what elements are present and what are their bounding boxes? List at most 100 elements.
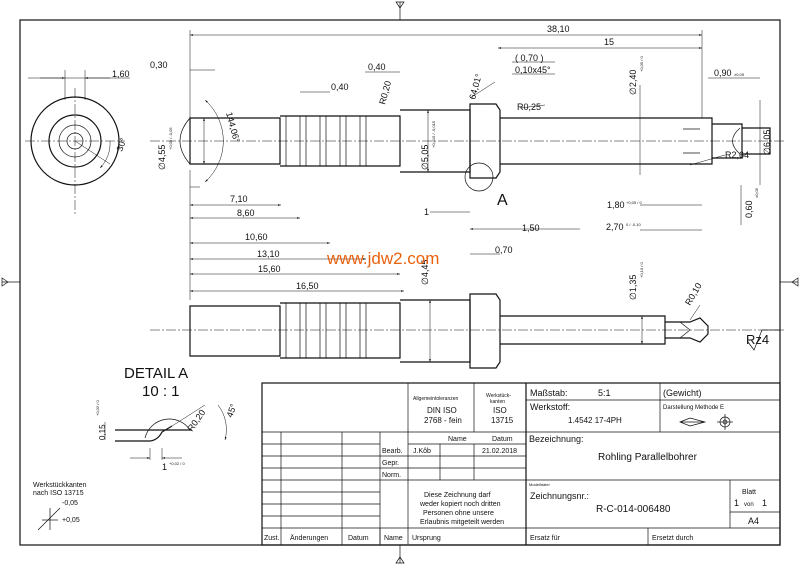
detail-dim-r0-20: R0,20: [185, 408, 207, 433]
dim-0-90-tol: ±0,05: [734, 72, 745, 77]
dim-dia-1-35-tol: +0,10 / 0: [639, 262, 644, 278]
tb-von: von: [744, 502, 754, 508]
tb-format: A4: [748, 516, 759, 526]
tb-notice-1: weder kopiert noch dritten: [419, 501, 501, 508]
tb-name-footer: Name: [384, 535, 403, 542]
tb-bearb: Bearb.: [382, 448, 403, 455]
tb-werk-label1: Werkstück-: [486, 393, 511, 399]
dim-0-40: 0,40: [331, 82, 349, 92]
dim-r0-20: R0,20: [377, 80, 393, 106]
dim-0-70-paren: ( 0,70 ): [515, 53, 544, 63]
dim-dia-5-05-tol: +0,015 / -0,015: [431, 120, 436, 148]
part-bottom-view: [150, 293, 785, 369]
edge-subtitle: nach ISO 13715: [33, 490, 84, 497]
tb-bezeichnung-label: Bezeichnung:: [529, 434, 584, 444]
dim-r0-25: R0,25: [517, 102, 541, 112]
dimension-lines: [189, 30, 780, 362]
edge-pos: +0,05: [62, 517, 80, 524]
tb-allg-label: Allgemeintoleranzen: [413, 396, 459, 402]
dim-0-30: 0,30: [150, 60, 168, 70]
detail-a-title: DETAIL A: [124, 365, 188, 382]
dim-dia-1-35: ∅1,35: [628, 275, 638, 300]
tb-datum-footer: Datum: [348, 535, 369, 542]
tb-datum-header: Datum: [492, 436, 513, 443]
tb-zeichnungsnr-value: R-C-014-006480: [596, 504, 671, 515]
end-view: [25, 70, 130, 215]
dim-dia-4-55: ∅4,55: [157, 145, 167, 170]
tb-blatt-label: Blatt: [742, 489, 756, 496]
detail-dim-1-tol: +0,02 / 0: [169, 461, 185, 466]
part-top-view: [150, 103, 785, 192]
detail-dim-1: 1: [162, 462, 167, 472]
dim-dia-2-40-tol: +0,05 / 0: [639, 56, 644, 72]
tb-name-header: Name: [448, 436, 467, 443]
tb-massstab-value: 5:1: [598, 388, 611, 398]
dim-1-80: 1,80: [607, 200, 625, 210]
detail-a-callout: A: [497, 192, 508, 209]
dim-0-10x45: 0,10x45°: [515, 65, 551, 75]
dim-1-60: 1,60: [112, 69, 130, 79]
dim-13-10: 13,10: [257, 249, 280, 259]
dim-38-10: 38,10: [547, 24, 570, 34]
tb-norm: Norm.: [382, 472, 401, 479]
dim-1: 1: [424, 207, 429, 217]
tb-werk-label2: kanten: [490, 399, 505, 405]
tb-ersatz-fuer: Ersatz für: [530, 535, 561, 542]
tb-werk-value1: ISO: [493, 406, 507, 415]
dim-1-50: 1,50: [522, 223, 540, 233]
tb-notice-0: Diese Zeichnung darf: [424, 492, 491, 499]
tb-zeichnungsnr-label: Zeichnungsnr.:: [530, 491, 589, 501]
dim-30deg: 30°: [114, 136, 128, 153]
dim-15-60: 15,60: [258, 264, 281, 274]
tb-blatt-value: 1: [734, 498, 739, 508]
title-block: [261, 382, 781, 546]
tb-werkstoff-label: Werkstoff:: [530, 402, 570, 412]
dim-10-60: 10,60: [245, 232, 268, 242]
edge-title: Werkstückkanten: [33, 482, 87, 489]
tb-allg-value2: 2768 - fein: [424, 416, 462, 425]
tb-bearb-name: J.Kôb: [413, 448, 431, 455]
dim-dia-2-40: ∅2,40: [628, 70, 638, 95]
dim-64-01deg: 64,01°: [467, 72, 484, 100]
dim-dia-4-45: ∅4,45: [420, 260, 430, 285]
dim-7-10: 7,10: [230, 194, 248, 204]
tb-werk-value2: 13715: [491, 416, 514, 425]
dim-dia-4-55-tol: +0,05 / -0,05: [168, 127, 173, 150]
watermark: www.jdw2.com: [326, 249, 439, 268]
dim-16-50: 16,50: [296, 281, 319, 291]
surface-rz4: Rz4: [746, 332, 769, 347]
detail-a-view: [104, 404, 227, 460]
dim-144-06deg: 144,06°: [224, 111, 242, 144]
tb-notice-3: Erlaubnis mitgeteilt werden: [420, 519, 504, 526]
dim-0-60-tol: ±0,05: [754, 187, 759, 198]
detail-a-scale: 10 : 1: [142, 383, 180, 400]
tb-allg-value1: DIN ISO: [427, 406, 457, 415]
tb-gepr: Gepr.: [382, 460, 399, 467]
tb-darstellung: Darstellung Methode E: [663, 405, 724, 411]
tb-ersetzt-durch: Ersetzt durch: [652, 535, 693, 542]
dim-2-70-tol: 0 / -0,10: [626, 222, 641, 227]
dim-15: 15: [604, 37, 614, 47]
tb-massstab-label: Maßstab:: [530, 388, 568, 398]
tb-blatt-total: 1: [762, 498, 767, 508]
tb-bearb-datum: 21.02.2018: [482, 448, 517, 455]
detail-dim-45deg: 45°: [224, 402, 238, 419]
tb-zust: Zust.: [264, 535, 280, 542]
tb-aenderungen: Änderungen: [290, 534, 328, 542]
dim-r2-64: R2,64: [725, 150, 749, 160]
dim-0-40-top: 0,40: [368, 62, 386, 72]
dim-0-90: 0,90: [714, 68, 732, 78]
tb-ursprung: Ursprung: [412, 535, 441, 542]
tb-gewicht: (Gewicht): [663, 388, 702, 398]
detail-dim-0-15: 0,15: [98, 424, 107, 440]
dim-r0-10: R0,10: [683, 281, 704, 307]
edge-symbol: [37, 507, 61, 531]
tb-notice-2: Personen ohne unsere: [423, 510, 494, 517]
detail-dim-0-15-tol: +0,02 / 0: [95, 400, 100, 416]
dim-0-70: 0,70: [495, 245, 513, 255]
dim-1-80-tol: +0,05 / 0: [626, 200, 642, 205]
dim-2-70: 2,70: [606, 222, 624, 232]
dim-dia-5-05: ∅5,05: [420, 145, 430, 170]
tb-modell: Modelldatei: [529, 482, 550, 487]
